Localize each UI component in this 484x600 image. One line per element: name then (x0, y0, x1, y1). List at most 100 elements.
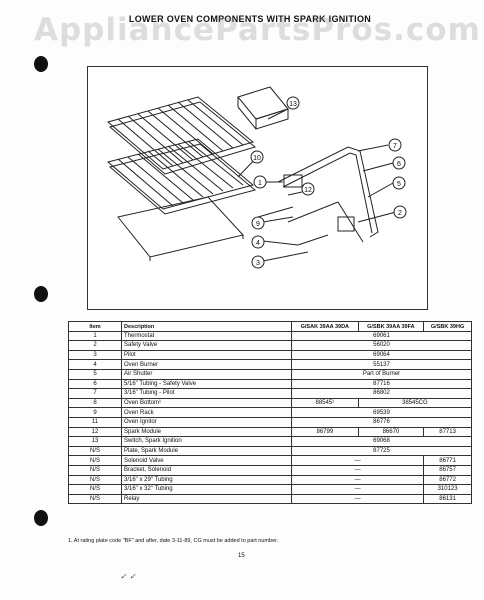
cell-description: Thermostat (121, 330, 292, 342)
parts-table: Item Description G/SAK 39AA 39DA G/SBK 3… (68, 321, 473, 505)
binder-hole (34, 56, 48, 72)
page-number: 15 (238, 553, 245, 559)
callout-label: 1 (258, 180, 262, 187)
oven-rack-upper (106, 96, 257, 175)
cell-item: 4 (68, 359, 122, 370)
cell-part-number: 69068 (291, 436, 472, 447)
callout-9: 9 (251, 216, 265, 230)
watermark: AppliancePartsPros.com (34, 12, 481, 48)
cell-part-number: 56020 (291, 340, 472, 351)
cell-description: Safety Valve (121, 340, 292, 351)
cell-item: N/S (68, 445, 122, 457)
cell-part-number: 55137 (291, 359, 472, 370)
cell-part-number: 86802 (291, 388, 472, 399)
cell-part-number: 87713 (423, 426, 472, 438)
cell-description: Spark Module (121, 426, 292, 438)
diagram-drawing: 13 10 1 12 9 4 3 7 6 5 2 (106, 86, 407, 269)
cell-part-number: — (290, 474, 425, 486)
callout-label: 4 (256, 240, 260, 247)
cell-part-number: 86131 (423, 493, 472, 505)
callout-6: 6 (392, 156, 406, 170)
callout-10: 10 (250, 150, 264, 164)
cell-description: Pilot (121, 349, 292, 361)
cell-part-number: 86772 (423, 474, 472, 486)
cell-item: 5 (68, 368, 122, 380)
cell-item: 6 (68, 378, 122, 390)
cell-part-number: 69539 (291, 407, 472, 418)
cell-description: Oven Burner (121, 359, 292, 370)
callout-1: 1 (253, 175, 267, 189)
cell-part-number: 86757 (423, 464, 472, 476)
cell-description: Oven Bottom¹ (121, 397, 292, 409)
cell-description: 5/16" Tubing - Safety Valve (121, 378, 292, 390)
cell-item: 9 (68, 407, 122, 418)
cell-part-number: 86670 (357, 426, 425, 438)
cell-item: 1 (68, 330, 122, 342)
cell-part-number: 87716 (291, 378, 472, 390)
callout-label: 6 (397, 161, 401, 168)
callout-5: 5 (392, 176, 406, 190)
cell-part-number: — (290, 484, 425, 495)
col-header-description: Description (121, 321, 292, 332)
cell-part-number: Part of Burner (291, 368, 472, 380)
cell-description: 3/16" x 32" Tubing (121, 484, 292, 495)
callout-7: 7 (388, 138, 402, 152)
cell-part-number: 310123 (423, 484, 472, 495)
cell-description: Oven Ignitor (121, 416, 292, 428)
callout-3: 3 (251, 255, 265, 269)
cell-description: Switch, Spark Ignition (121, 436, 292, 447)
cell-item: 2 (68, 340, 122, 351)
binder-hole (34, 510, 48, 526)
burner-assembly (257, 146, 379, 246)
cell-part-number: 38545CG (357, 397, 473, 409)
callout-label: 10 (253, 155, 261, 162)
cell-part-number: 86771 (423, 455, 472, 466)
callout-label: 9 (256, 221, 260, 228)
oven-rack-lower (106, 138, 257, 215)
callout-label: 3 (256, 260, 260, 267)
col-header-model-1: G/SAK 39AA 39DA (291, 321, 359, 332)
cell-description: Plate, Spark Module (121, 445, 292, 457)
cell-description: Air Shutter (121, 368, 292, 380)
cell-part-number: 86776 (291, 416, 472, 428)
footnote: 1. At rating plate code "BF" and after, … (68, 538, 279, 544)
cell-part-number: 69064 (291, 349, 472, 361)
cell-part-number: 88545¹ (291, 397, 359, 409)
cell-item: N/S (68, 474, 122, 486)
callout-label: 12 (304, 187, 312, 194)
cell-description: 3/16" x 29" Tubing (121, 474, 292, 486)
cell-item: 11 (68, 416, 122, 428)
callout-label: 5 (397, 181, 401, 188)
callout-2: 2 (393, 205, 407, 219)
cell-item: N/S (68, 484, 122, 495)
cell-description: Oven Rack (121, 407, 292, 418)
handwritten-note: ✓ ✓ (120, 572, 136, 581)
cell-description: Solenoid Valve (121, 455, 292, 466)
callout-label: 2 (398, 210, 402, 217)
cell-item: 7 (68, 388, 122, 399)
col-header-item: Item (68, 321, 122, 332)
col-header-model-3: G/SBK 39HG (423, 321, 472, 332)
callout-4: 4 (251, 235, 265, 249)
cell-part-number: — (290, 464, 425, 476)
spark-module (237, 86, 289, 130)
cell-item: 12 (68, 426, 122, 438)
page-title: LOWER OVEN COMPONENTS WITH SPARK IGNITIO… (128, 14, 372, 24)
callout-label: 13 (289, 101, 297, 108)
cell-item: 8 (68, 397, 122, 409)
cell-description: Relay (121, 493, 292, 505)
